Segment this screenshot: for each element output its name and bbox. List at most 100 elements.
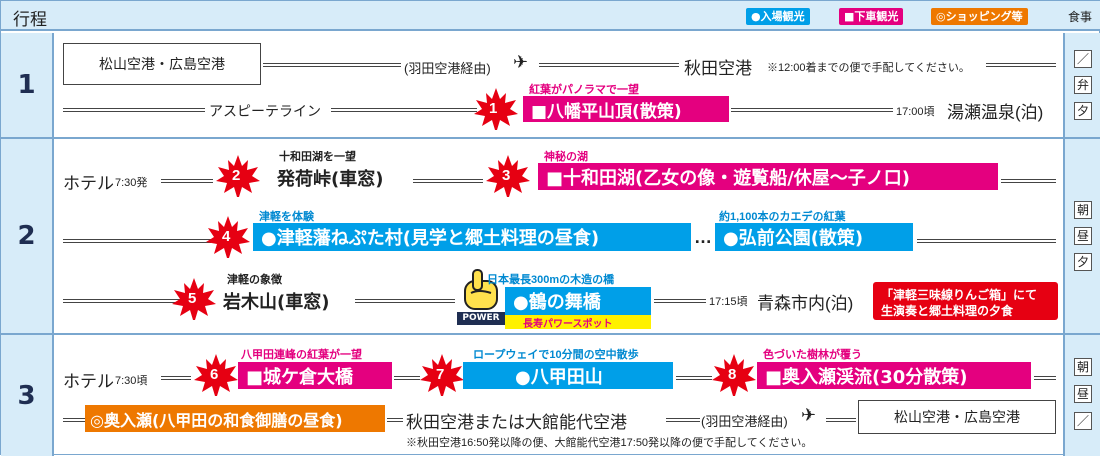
- row-divider: [54, 333, 1063, 335]
- spot6-caption: 八甲田連峰の紅葉が一望: [241, 349, 362, 361]
- day-number-2: 2: [1, 139, 54, 335]
- day1-end: 湯瀬温泉(泊): [947, 103, 1044, 122]
- spot2-name: 発荷峠(車窓): [277, 169, 384, 190]
- spot4-name: ●津軽藩ねぷた村(見学と郷土料理の昼食): [253, 223, 691, 251]
- route-line: [539, 63, 679, 67]
- spot-number-6: 6: [210, 366, 219, 383]
- spot2-caption: 十和田湖を一望: [279, 151, 356, 163]
- spot3-name: ■十和田湖(乙女の像・遊覧船/休屋〜子ノ口): [538, 163, 998, 190]
- power-spot-band: 長寿パワースポット: [505, 315, 651, 330]
- row-divider: [54, 137, 1063, 139]
- header-bar: 行程 ●入場観光 ■下車観光 ◎ショッピング等 食事: [1, 1, 1100, 31]
- day3-end-box: 松山空港・広島空港: [858, 400, 1056, 434]
- meal-day2-lunch: 昼: [1074, 227, 1092, 245]
- route-line: [387, 418, 403, 422]
- dots-separator: …: [694, 227, 712, 247]
- dinner-note: 「津軽三味線りんご箱」にて 生演奏と郷土料理の夕食: [873, 282, 1058, 320]
- day1-start-box: 松山空港・広島空港: [63, 43, 261, 85]
- route-line: [63, 418, 85, 422]
- route-line: [731, 108, 893, 112]
- power-label: POWER: [457, 312, 505, 325]
- spot5-name: 岩木山(車窓): [223, 292, 330, 313]
- day-number-3: 3: [1, 335, 54, 456]
- legend-drop: ■下車観光: [839, 8, 904, 25]
- spot7-name: ●八甲田山: [463, 362, 673, 389]
- dinner-note-line2: 生演奏と郷土料理の夕食: [881, 304, 1014, 318]
- power-hand-icon: POWER: [457, 269, 505, 325]
- meal-day1-lunch: 弁: [1074, 76, 1092, 94]
- day-number-1: 1: [1, 33, 54, 139]
- meal-day3-breakfast: 朝: [1074, 358, 1092, 376]
- day2-hotel: ホテル: [63, 174, 114, 193]
- spot-number-3: 3: [502, 167, 511, 184]
- route-line: [1001, 179, 1056, 183]
- meal-header: 食事: [1068, 10, 1093, 24]
- day1-route: アスピーテライン: [209, 103, 321, 119]
- day1-arrive: 秋田空港: [684, 59, 752, 78]
- header-title: 行程: [13, 10, 47, 30]
- dinner-note-line1: 「津軽三味線りんご箱」にて: [881, 288, 1038, 302]
- route-line: [161, 179, 213, 183]
- spot-number-8: 8: [728, 366, 737, 383]
- route-line: [331, 108, 477, 112]
- meal-day2-breakfast: 朝: [1074, 201, 1092, 219]
- spot7-caption: ロープウェイで10分間の空中散歩: [473, 349, 639, 361]
- meal-column-2: 朝 昼 夕: [1063, 139, 1100, 335]
- route-line: [413, 179, 483, 183]
- bridge-caption: 日本最長300mの木造の橋: [487, 274, 615, 286]
- bridge-name: ●鶴の舞橋: [505, 287, 651, 315]
- route-line: [676, 376, 712, 380]
- meal-day3-dinner: ／: [1074, 412, 1092, 430]
- day2-time-end: 17:15頃: [709, 296, 748, 308]
- spot-number-7: 7: [436, 366, 445, 383]
- spot8-caption: 色づいた樹林が覆う: [763, 349, 862, 361]
- route-line: [1034, 376, 1056, 380]
- spot-number-5: 5: [188, 290, 197, 307]
- route-line: [666, 418, 700, 422]
- spot-number-1: 1: [489, 100, 498, 117]
- day3-via: (羽田空港経由): [701, 414, 788, 429]
- airplane-icon: ✈: [801, 405, 817, 426]
- day3-depart: 秋田空港または大館能代空港: [406, 413, 627, 432]
- park-name: ●弘前公園(散策): [715, 223, 913, 251]
- spot3-caption: 神秘の湖: [544, 151, 588, 163]
- meal-column-3: 朝 昼 ／: [1063, 335, 1100, 456]
- meal-day1-breakfast: ／: [1074, 50, 1092, 68]
- meal-day1-dinner: 夕: [1074, 102, 1092, 120]
- day3-hotel: ホテル: [63, 372, 114, 391]
- route-line: [161, 376, 191, 380]
- day3-lunch: ◎奥入瀬(八甲田の和食御膳の昼食): [85, 405, 385, 432]
- meal-column-1: ／ 弁 夕: [1063, 33, 1100, 139]
- day3-depart-note: ※秋田空港16:50発以降の便、大館能代空港17:50発以降の便で手配してくださ…: [406, 437, 813, 449]
- route-line: [355, 299, 455, 303]
- day1-time-end: 17:00頃: [896, 106, 935, 118]
- route-line: [63, 108, 205, 112]
- spot1-name: ■八幡平山頂(散策): [523, 96, 729, 122]
- route-line: [986, 63, 1056, 67]
- legend-entry: ●入場観光: [746, 8, 810, 25]
- spot-number-4: 4: [222, 228, 231, 245]
- meal-day3-lunch: 昼: [1074, 385, 1092, 403]
- route-line: [394, 376, 420, 380]
- spot4-caption: 津軽を体験: [259, 211, 314, 223]
- route-line: [263, 63, 401, 67]
- spot5-caption: 津軽の象徴: [227, 274, 282, 286]
- meal-day2-dinner: 夕: [1074, 253, 1092, 271]
- day3-start-time: 7:30頃: [115, 375, 148, 387]
- park-caption: 約1,100本のカエデの紅葉: [719, 211, 846, 223]
- airplane-icon: ✈: [513, 52, 529, 73]
- spot1-caption: 紅葉がパノラマで一望: [529, 84, 639, 96]
- day2-start-time: 7:30発: [115, 177, 148, 189]
- day2-end: 青森市内(泊): [757, 294, 854, 313]
- route-line: [654, 299, 706, 303]
- route-line: [63, 299, 181, 303]
- legend-shopping: ◎ショッピング等: [931, 8, 1028, 25]
- day1-arrive-note: ※12:00着までの便で手配してください。: [767, 62, 970, 74]
- route-line: [63, 239, 211, 243]
- spot6-name: ■城ケ倉大橋: [238, 362, 392, 389]
- spot8-name: ■奥入瀬渓流(30分散策): [757, 362, 1031, 389]
- spot-number-2: 2: [232, 167, 241, 184]
- day1-via: (羽田空港経由): [404, 61, 491, 76]
- route-line: [917, 239, 1056, 243]
